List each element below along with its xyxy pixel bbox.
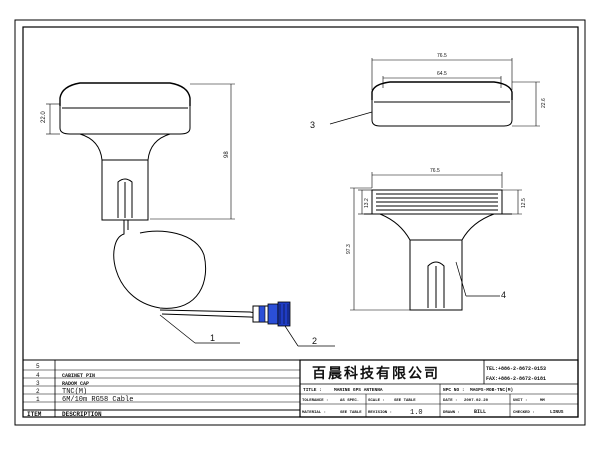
cap-dims <box>371 58 540 127</box>
company-fax: FAX:+886-2-8672-0181 <box>486 376 546 382</box>
dwg-value: MAGPS-MOB-TNC(M) <box>470 387 513 393</box>
dim-top-width: 76.5 <box>437 53 447 59</box>
checked-value: LINUS <box>550 409 564 415</box>
callout-3: 3 <box>310 120 315 130</box>
bom-header-desc: DESCRIPTION <box>62 411 102 418</box>
drawn-value: BILL <box>474 409 486 415</box>
drawn-label: DRAWN : <box>443 411 460 415</box>
dim-top-height: 22.6 <box>541 98 547 108</box>
dim-side-total: 98 <box>224 151 230 158</box>
tolerance-label: TOLERANCE : <box>302 399 328 403</box>
unit-value: MM <box>540 399 545 403</box>
dim-sec-right: 12.5 <box>521 198 527 208</box>
bom-desc-4: CABINET PIN <box>62 373 95 379</box>
inner-border <box>22 26 579 418</box>
company-tel: TEL:+886-2-8672-0153 <box>486 366 546 372</box>
title-value: MARINE GPS ANTENNA <box>334 387 383 393</box>
scale-label: SCALE : <box>368 399 385 403</box>
title-label: TITLE : <box>303 387 322 393</box>
checked-label: CHECKED : <box>513 411 535 415</box>
dim-side-cap: 22.0 <box>41 111 47 123</box>
revision-label: REVISION : <box>368 411 392 415</box>
coax-cable <box>113 220 263 319</box>
bom-desc-1: 6M/10m RG58 Cable <box>62 396 133 404</box>
tolerance-value: AS SPEC. <box>340 399 359 403</box>
side-view-antenna <box>59 82 191 221</box>
date-value: 2007.02.20 <box>464 399 489 403</box>
date-label: DATE : <box>443 399 457 403</box>
bom-desc-2: TNC(M) <box>62 388 87 396</box>
bom-item-5: 5 <box>36 363 40 370</box>
material-label: MATERIAL : <box>302 411 326 415</box>
bom-item-4: 4 <box>36 372 40 379</box>
title-block <box>299 359 579 418</box>
outer-border <box>14 19 586 426</box>
dim-top-inner: 64.5 <box>437 71 447 77</box>
scale-value: SEE TABLE <box>394 399 416 403</box>
material-value: SEE TABLE <box>340 411 362 415</box>
tnc-connector <box>252 301 291 327</box>
radome-cap-view <box>371 81 513 127</box>
dim-sec-top: 76.5 <box>430 168 440 174</box>
section-dims <box>350 172 522 311</box>
bom-desc-3: RADOM CAP <box>62 381 89 387</box>
bom-table <box>22 359 301 418</box>
bom-item-1: 1 <box>36 396 40 403</box>
side-dims <box>46 83 235 220</box>
dim-sec-height: 97.3 <box>346 244 352 254</box>
section-view-base <box>364 189 512 311</box>
bom-header-item: ITEM <box>27 411 42 418</box>
callout-2: 2 <box>312 336 317 346</box>
bom-item-2: 2 <box>36 388 40 395</box>
callout-4: 4 <box>501 290 506 300</box>
dwg-label: NPC NO : <box>443 387 465 393</box>
callout-1: 1 <box>210 333 215 343</box>
callout-leaders <box>159 111 500 347</box>
dim-sec-left: 13.2 <box>364 198 370 208</box>
revision-value: 1.0 <box>410 409 423 417</box>
company-name: 百晨科技有限公司 <box>312 365 440 382</box>
bom-item-3: 3 <box>36 380 40 387</box>
unit-label: UNIT : <box>513 399 527 403</box>
